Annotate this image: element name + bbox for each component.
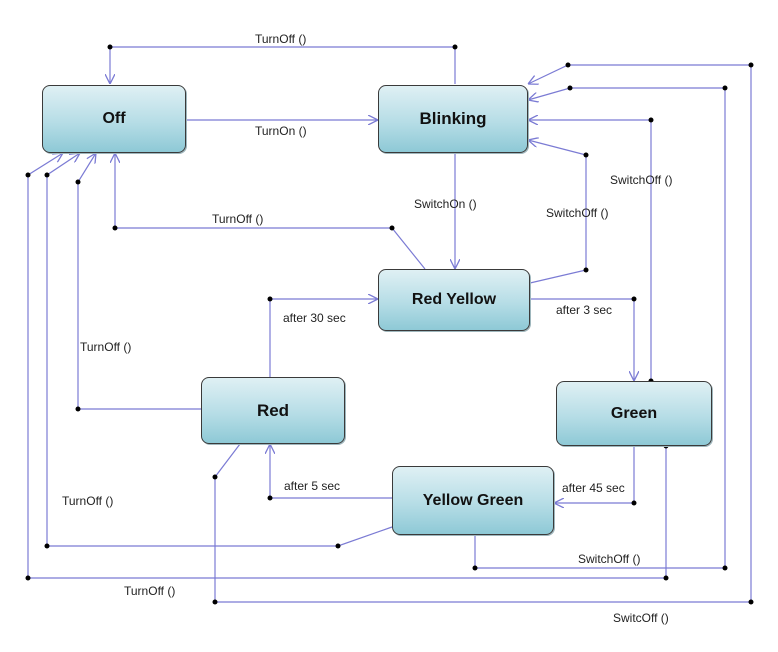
state-green[interactable]: Green (556, 381, 712, 446)
edge-bendpoint (389, 225, 395, 231)
label-switchon: SwitchOn () (414, 197, 477, 211)
edge-redyellow-to-blinking-switchoff (528, 140, 587, 284)
state-blinking[interactable]: Blinking (378, 85, 528, 153)
edge-bendpoint (631, 296, 637, 302)
edge-yellowgreen-to-blinking-switchoff (474, 87, 726, 569)
edge-bendpoint (722, 85, 728, 91)
edge-bendpoint (212, 599, 218, 605)
edge-bendpoint (107, 44, 113, 50)
edge-bendpoint (452, 44, 458, 50)
state-red-yellow[interactable]: Red Yellow (378, 269, 530, 331)
label-turnoff-top: TurnOff () (255, 32, 307, 46)
edge-bendpoint (267, 296, 273, 302)
label-turnoff-mid: TurnOff () (212, 212, 264, 226)
edge-redyellow-to-off-turnoff (115, 153, 426, 270)
label-after-30: after 30 sec (283, 311, 346, 325)
edge-bendpoint (75, 179, 81, 185)
edge-bendpoint (748, 599, 754, 605)
label-switchoff-yellowgreen: SwitchOff () (578, 552, 641, 566)
edge-bendpoint (748, 62, 754, 68)
edge-bendpoint (583, 267, 589, 273)
state-yellow-green[interactable]: Yellow Green (392, 466, 554, 535)
edge-bendpoint (44, 172, 50, 178)
label-switchoff-red: SwitcOff () (613, 611, 669, 625)
label-switchoff-green: SwitchOff () (610, 173, 673, 187)
label-turnon: TurnOn () (255, 124, 307, 138)
edge-bendpoint (112, 225, 118, 231)
edge-bendpoint (648, 117, 654, 123)
label-turnoff-green: TurnOff () (124, 584, 176, 598)
edge-bendpoint (565, 62, 571, 68)
label-after-5: after 5 sec (284, 479, 341, 493)
label-turnoff-yellowgreen: TurnOff () (62, 494, 114, 508)
edge-bendpoint (631, 500, 637, 506)
edge-bendpoint (472, 565, 478, 571)
edge-bendpoint (75, 406, 81, 412)
edge-bendpoint (583, 152, 589, 158)
label-turnoff-red: TurnOff () (80, 340, 132, 354)
edge-bendpoint (567, 85, 573, 91)
edge-bendpoint (335, 543, 341, 549)
edge-bendpoint (663, 575, 669, 581)
state-off[interactable]: Off (42, 85, 186, 153)
edge-bendpoint (212, 474, 218, 480)
label-switchoff-redyellow: SwitchOff () (546, 206, 609, 220)
edge-bendpoint (267, 495, 273, 501)
state-red[interactable]: Red (201, 377, 345, 444)
edge-bendpoint (25, 172, 31, 178)
edge-green-to-blinking-switchoff (528, 120, 652, 381)
edge-bendpoint (44, 543, 50, 549)
edge-blinking-to-off-turnoff (110, 46, 456, 84)
label-after-45: after 45 sec (562, 481, 625, 495)
edge-bendpoint (722, 565, 728, 571)
edge-bendpoint (25, 575, 31, 581)
edge-red-to-off-turnoff (77, 153, 201, 410)
label-after-3: after 3 sec (556, 303, 613, 317)
